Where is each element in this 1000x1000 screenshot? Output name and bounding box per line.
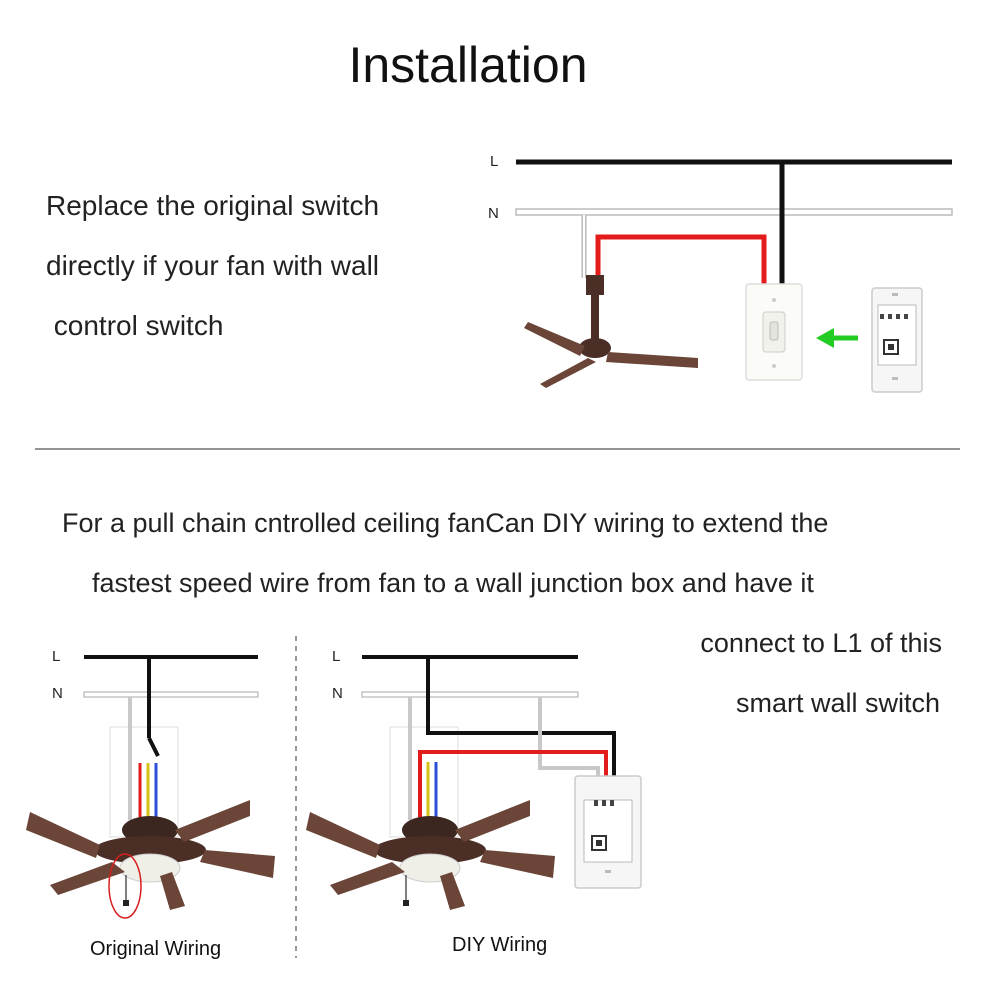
replace-arrow-icon (816, 328, 858, 348)
original-wiring-diagram (26, 655, 275, 919)
right-live-label: L (332, 648, 341, 665)
section2-text-line-3: connect to L1 of this (700, 628, 942, 658)
pull-chain-highlight-circle (108, 853, 142, 919)
neutral-wire (515, 208, 953, 216)
s1-live-label: L (490, 153, 499, 170)
diy-wiring-diagram (306, 655, 642, 910)
switched-wire (595, 234, 767, 285)
page-title: Installation (348, 37, 588, 93)
section1-text-line-2: directly if your fan with wall (46, 250, 380, 281)
section2-text-line-1: For a pull chain cntrolled ceiling fanCa… (62, 508, 829, 538)
section1-text-line-1: Replace the original switch (46, 190, 380, 221)
s1-neutral-label: N (488, 205, 499, 222)
section1-text-line-3: control switch (46, 310, 224, 341)
left-neutral-label: N (52, 685, 63, 702)
diy-wiring-caption: DIY Wiring (452, 934, 548, 956)
section2-text-line-4: smart wall switch (735, 688, 940, 718)
original-wiring-caption: Original Wiring (90, 938, 222, 960)
smart-switch-illustration (871, 287, 923, 393)
right-neutral-label: N (332, 685, 343, 702)
ceiling-fan-illustration (524, 275, 698, 388)
left-live-label: L (52, 648, 61, 665)
section2-text-line-2: fastest speed wire from fan to a wall ju… (92, 568, 814, 598)
wall-switch-illustration (745, 283, 803, 381)
